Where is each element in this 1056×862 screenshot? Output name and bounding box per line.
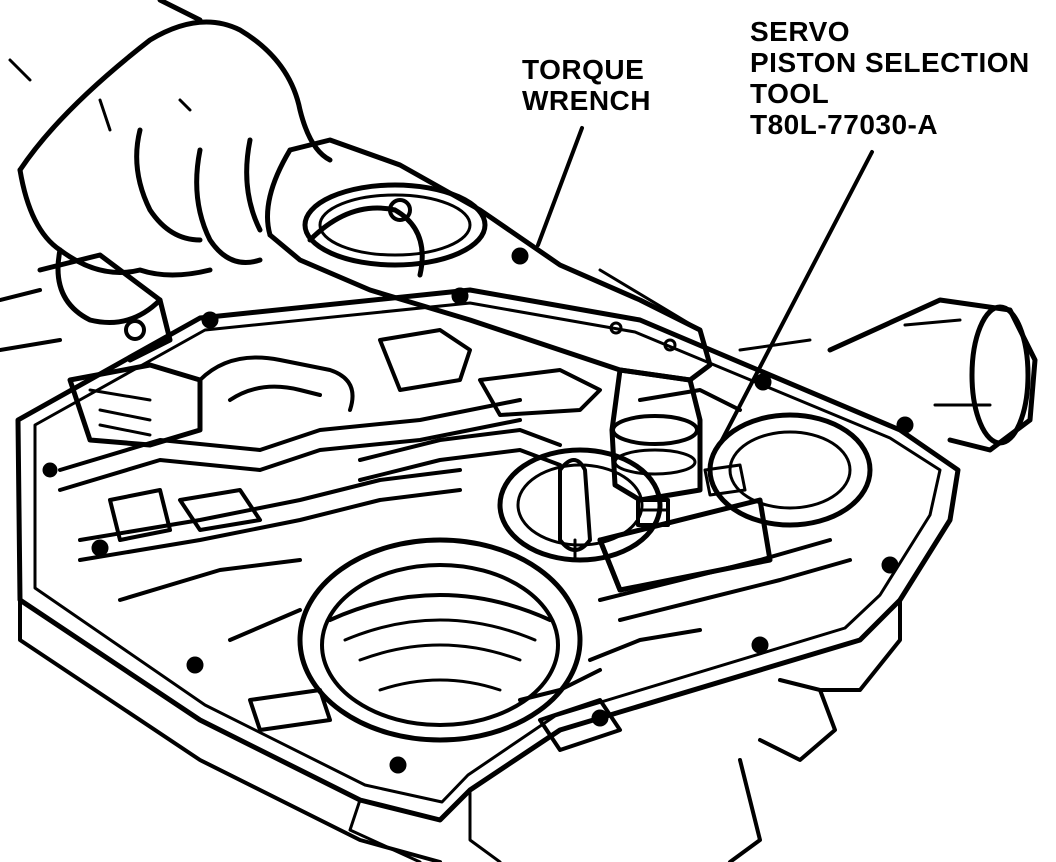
servo-tool-label-line1: SERVO: [750, 16, 851, 47]
servo-tool-label-line3: TOOL: [750, 78, 830, 109]
manual-linkage: [0, 252, 203, 448]
servo-tool-label: SERVO PISTON SELECTION TOOL T80L-77030-A: [750, 16, 1030, 140]
extension-housing: [728, 297, 1038, 862]
servo-tool-leader: [720, 150, 874, 442]
torque-wrench-label-line1: TORQUE: [522, 54, 645, 85]
technician-hand: [8, 0, 333, 325]
torque-wrench-label: TORQUE WRENCH: [522, 54, 651, 116]
servo-tool-label-line2: PISTON SELECTION: [750, 47, 1030, 78]
torque-wrench: [265, 137, 812, 383]
torque-wrench-label-line2: WRENCH: [522, 85, 651, 116]
servo-bore: [497, 412, 873, 563]
bolt-holes: [42, 247, 914, 774]
servo-piston-tool: [558, 367, 773, 593]
torque-wrench-leader: [536, 126, 584, 247]
case-bore: [297, 537, 583, 743]
transmission-case: [15, 287, 961, 862]
servo-tool-label-line4: T80L-77030-A: [750, 109, 939, 140]
callout-leaders: [536, 126, 874, 442]
